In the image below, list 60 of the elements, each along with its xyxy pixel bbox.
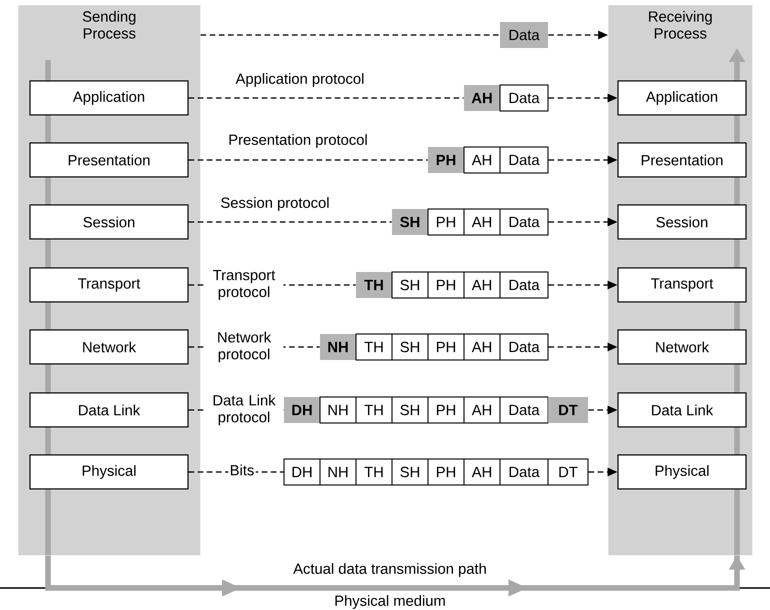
header-field: PH bbox=[428, 147, 464, 173]
medium-label: Physical medium bbox=[335, 595, 445, 609]
header-field: NH bbox=[320, 396, 356, 424]
layer-box: Presentation bbox=[617, 142, 747, 178]
edge-label: Transport protocol bbox=[204, 268, 284, 302]
layer-box: Data Link bbox=[29, 392, 189, 428]
header-field: DH bbox=[284, 458, 320, 486]
header-field: NH bbox=[320, 334, 356, 360]
edge-label: Presentation protocol bbox=[226, 132, 370, 150]
header-field: SH bbox=[392, 396, 428, 424]
edge-label: Application protocol bbox=[234, 72, 366, 88]
header-field: AH bbox=[464, 85, 500, 111]
edge-label: Session protocol bbox=[219, 196, 331, 212]
data-field: Data bbox=[500, 396, 548, 424]
data-field: Data bbox=[500, 272, 548, 298]
header-field: AH bbox=[464, 334, 500, 360]
layer-box: Network bbox=[29, 329, 189, 365]
layer-box: Data Link bbox=[617, 392, 747, 428]
header-field: PH bbox=[428, 458, 464, 486]
header-field: SH bbox=[392, 209, 428, 235]
layer-box: Transport bbox=[29, 267, 189, 303]
edge-label: Bits bbox=[228, 463, 256, 477]
data-field: Data bbox=[500, 84, 548, 112]
header-field: PH bbox=[428, 396, 464, 424]
header-field: NH bbox=[320, 458, 356, 486]
header-field: AH bbox=[464, 272, 500, 298]
data-field: Data bbox=[500, 22, 548, 48]
layer-box: Application bbox=[617, 80, 747, 116]
header-field: PH bbox=[428, 334, 464, 360]
header-field: DT bbox=[548, 458, 588, 486]
header-field: TH bbox=[356, 396, 392, 424]
layer-box: Physical bbox=[29, 454, 189, 490]
header-field: SH bbox=[392, 334, 428, 360]
edge-label: Data Link protocol bbox=[204, 393, 284, 427]
data-field: Data bbox=[500, 146, 548, 174]
header-field: AH bbox=[464, 396, 500, 424]
header-field: SH bbox=[392, 458, 428, 486]
data-field: Data bbox=[500, 458, 548, 486]
header-field: TH bbox=[356, 272, 392, 298]
layer-box: Physical bbox=[617, 454, 747, 490]
header-field: DT bbox=[548, 397, 588, 423]
edge-label: Network protocol bbox=[204, 330, 284, 364]
layer-box: Application bbox=[29, 80, 189, 116]
header-field: PH bbox=[428, 208, 464, 236]
layer-box: Network bbox=[617, 329, 747, 365]
layer-box: Presentation bbox=[29, 142, 189, 178]
layer-box: Transport bbox=[617, 267, 747, 303]
header-field: AH bbox=[464, 458, 500, 486]
header-field: AH bbox=[464, 208, 500, 236]
layer-box: Session bbox=[29, 204, 189, 240]
header-field: TH bbox=[356, 334, 392, 360]
data-field: Data bbox=[500, 334, 548, 360]
header-field: PH bbox=[428, 272, 464, 298]
header-field: TH bbox=[356, 458, 392, 486]
edge-label: Actual data transmission path bbox=[292, 562, 488, 578]
header-field: AH bbox=[464, 146, 500, 174]
header-field: DH bbox=[284, 397, 320, 423]
layer-box: Session bbox=[617, 204, 747, 240]
data-field: Data bbox=[500, 208, 548, 236]
header-field: SH bbox=[392, 272, 428, 298]
